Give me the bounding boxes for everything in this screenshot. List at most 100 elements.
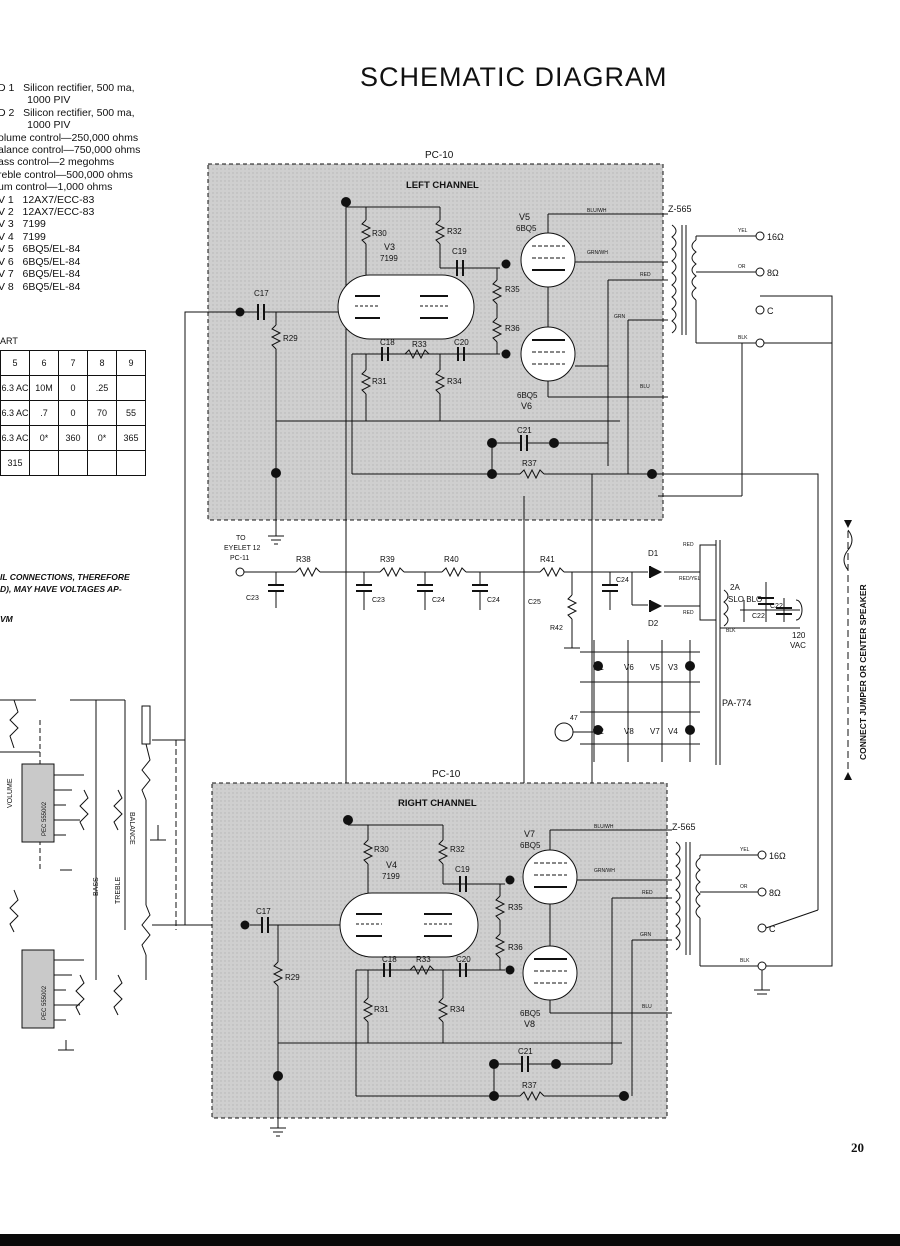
left-v5-label: V5	[519, 212, 530, 222]
svg-text:C23: C23	[246, 595, 259, 602]
left-out-16: 16Ω	[767, 232, 784, 242]
chart-cell: 10M	[29, 375, 59, 401]
tone-pec-label: PEC 555002	[42, 985, 48, 1020]
svg-text:GRN/WH: GRN/WH	[594, 868, 615, 874]
right-channel-board: PC-10 RIGHT CHANNEL C17 R29 R30 R32 V4 7…	[211, 343, 853, 1137]
svg-text:RED: RED	[683, 542, 694, 548]
svg-text:PC-11: PC-11	[230, 555, 249, 562]
svg-text:R38: R38	[296, 555, 311, 564]
heater-v5: V5	[650, 663, 660, 672]
parts-list-line: alance control—750,000 ohms	[0, 144, 141, 157]
svg-text:R35: R35	[505, 285, 520, 294]
chart-cell: 315	[0, 450, 30, 476]
svg-text:RED: RED	[642, 890, 653, 896]
svg-text:GRN: GRN	[614, 314, 626, 320]
svg-text:R33: R33	[412, 340, 427, 349]
svg-text:C20: C20	[454, 338, 469, 347]
svg-text:R32: R32	[450, 845, 465, 854]
svg-text:C25: C25	[528, 599, 541, 606]
svg-text:RED: RED	[640, 272, 651, 278]
parts-list-line: D 1 Silicon rectifier, 500 ma,	[0, 82, 135, 94]
svg-text:R29: R29	[283, 334, 298, 343]
voltage-chart-label: ART	[0, 336, 18, 346]
right-out-c: C	[769, 924, 776, 934]
left-out-c: C	[767, 306, 774, 316]
chart-header: 6	[29, 350, 59, 376]
left-v6-type: 6BQ5	[517, 391, 538, 400]
chart-header: 7	[58, 350, 88, 376]
chart-cell: 0	[58, 375, 88, 401]
parts-list-line: V 4 7199	[0, 230, 46, 243]
parts-list-line: V 7 6BQ5/EL-84	[0, 268, 81, 281]
svg-text:C24: C24	[616, 577, 629, 584]
svg-text:C17: C17	[254, 289, 269, 298]
svg-text:C24: C24	[432, 597, 445, 604]
parts-list-line: 1000 PIV	[0, 94, 71, 107]
parts-list-line: V 5 6BQ5/EL-84	[0, 243, 81, 256]
parts-list-line: olume control—250,000 ohms	[0, 131, 139, 144]
parts-list-line: um control—1,000 ohms	[0, 181, 113, 194]
svg-text:C22: C22	[770, 603, 783, 610]
svg-text:TO: TO	[236, 535, 246, 542]
right-v7-label: V7	[524, 829, 535, 839]
chart-cell: 55	[116, 400, 146, 426]
svg-text:RED: RED	[683, 610, 694, 616]
parts-list-line: ass control—2 megohms	[0, 156, 115, 169]
svg-text:C21: C21	[517, 426, 532, 435]
svg-text:BLK: BLK	[738, 335, 748, 341]
right-transformer-label: Z-565	[672, 822, 696, 832]
chart-cell: 365	[116, 425, 146, 451]
pilot-lamp-label: 47	[570, 715, 578, 722]
chart-header: 5	[0, 350, 30, 376]
svg-text:R39: R39	[380, 555, 395, 564]
voltage-chart-table: 5 6 7 8 9 6.3 AC 10M 0 .25 6.3 AC .7 0 7…	[0, 350, 146, 476]
svg-text:2A: 2A	[730, 583, 740, 592]
balance-label: BALANCE	[128, 812, 135, 845]
svg-text:R31: R31	[372, 377, 387, 386]
left-preamp-type: 7199	[380, 254, 398, 263]
svg-text:C19: C19	[455, 865, 470, 874]
parts-list-line: D 2 Silicon rectifier, 500 ma,	[0, 106, 135, 119]
parts-list-line: V 6 6BQ5/EL-84	[0, 255, 81, 268]
svg-text:R31: R31	[374, 1005, 389, 1014]
svg-text:R32: R32	[447, 227, 462, 236]
power-transformer-label: PA-774	[722, 698, 751, 708]
parts-list-line: V 8 6BQ5/EL-84	[0, 280, 81, 293]
right-preamp-type: 7199	[382, 872, 400, 881]
svg-text:EYELET 12: EYELET 12	[224, 545, 261, 552]
left-v6-label: V6	[521, 401, 532, 411]
svg-text:C18: C18	[380, 338, 395, 347]
diode-d2-label: D2	[648, 619, 659, 628]
svg-text:R37: R37	[522, 1081, 537, 1090]
svg-text:OR: OR	[738, 264, 746, 270]
svg-text:R36: R36	[505, 324, 520, 333]
svg-text:BLU: BLU	[642, 1004, 652, 1010]
svg-text:R29: R29	[285, 973, 300, 982]
parts-list-line: V 2 12AX7/ECC-83	[0, 206, 95, 219]
right-out-16: 16Ω	[769, 851, 786, 861]
treble-label: TREBLE	[115, 876, 122, 904]
svg-text:C22: C22	[752, 613, 765, 620]
chart-cell: .7	[29, 400, 59, 426]
left-preamp-label: V3	[384, 242, 395, 252]
parts-list-line: V 3 7199	[0, 218, 46, 231]
volume-pec-label: PEC 555002	[42, 801, 48, 836]
right-out-8: 8Ω	[769, 888, 781, 898]
right-v7-type: 6BQ5	[520, 841, 541, 850]
chart-cell	[116, 375, 146, 401]
svg-text:C19: C19	[452, 247, 467, 256]
svg-text:R33: R33	[416, 955, 431, 964]
heater-v6: V6	[624, 663, 634, 672]
svg-text:C21: C21	[518, 1047, 533, 1056]
svg-text:BLU/WH: BLU/WH	[587, 208, 607, 214]
svg-text:C18: C18	[382, 955, 397, 964]
right-pc-label: PC-10	[432, 769, 461, 780]
svg-text:YEL: YEL	[740, 847, 750, 853]
volume-label: VOLUME	[7, 778, 14, 808]
chart-header: 9	[116, 350, 146, 376]
svg-text:R36: R36	[508, 943, 523, 952]
bass-label: BASS	[93, 877, 100, 896]
svg-text:R34: R34	[450, 1005, 465, 1014]
right-v8-type: 6BQ5	[520, 1009, 541, 1018]
left-channel-label: LEFT CHANNEL	[406, 180, 479, 191]
